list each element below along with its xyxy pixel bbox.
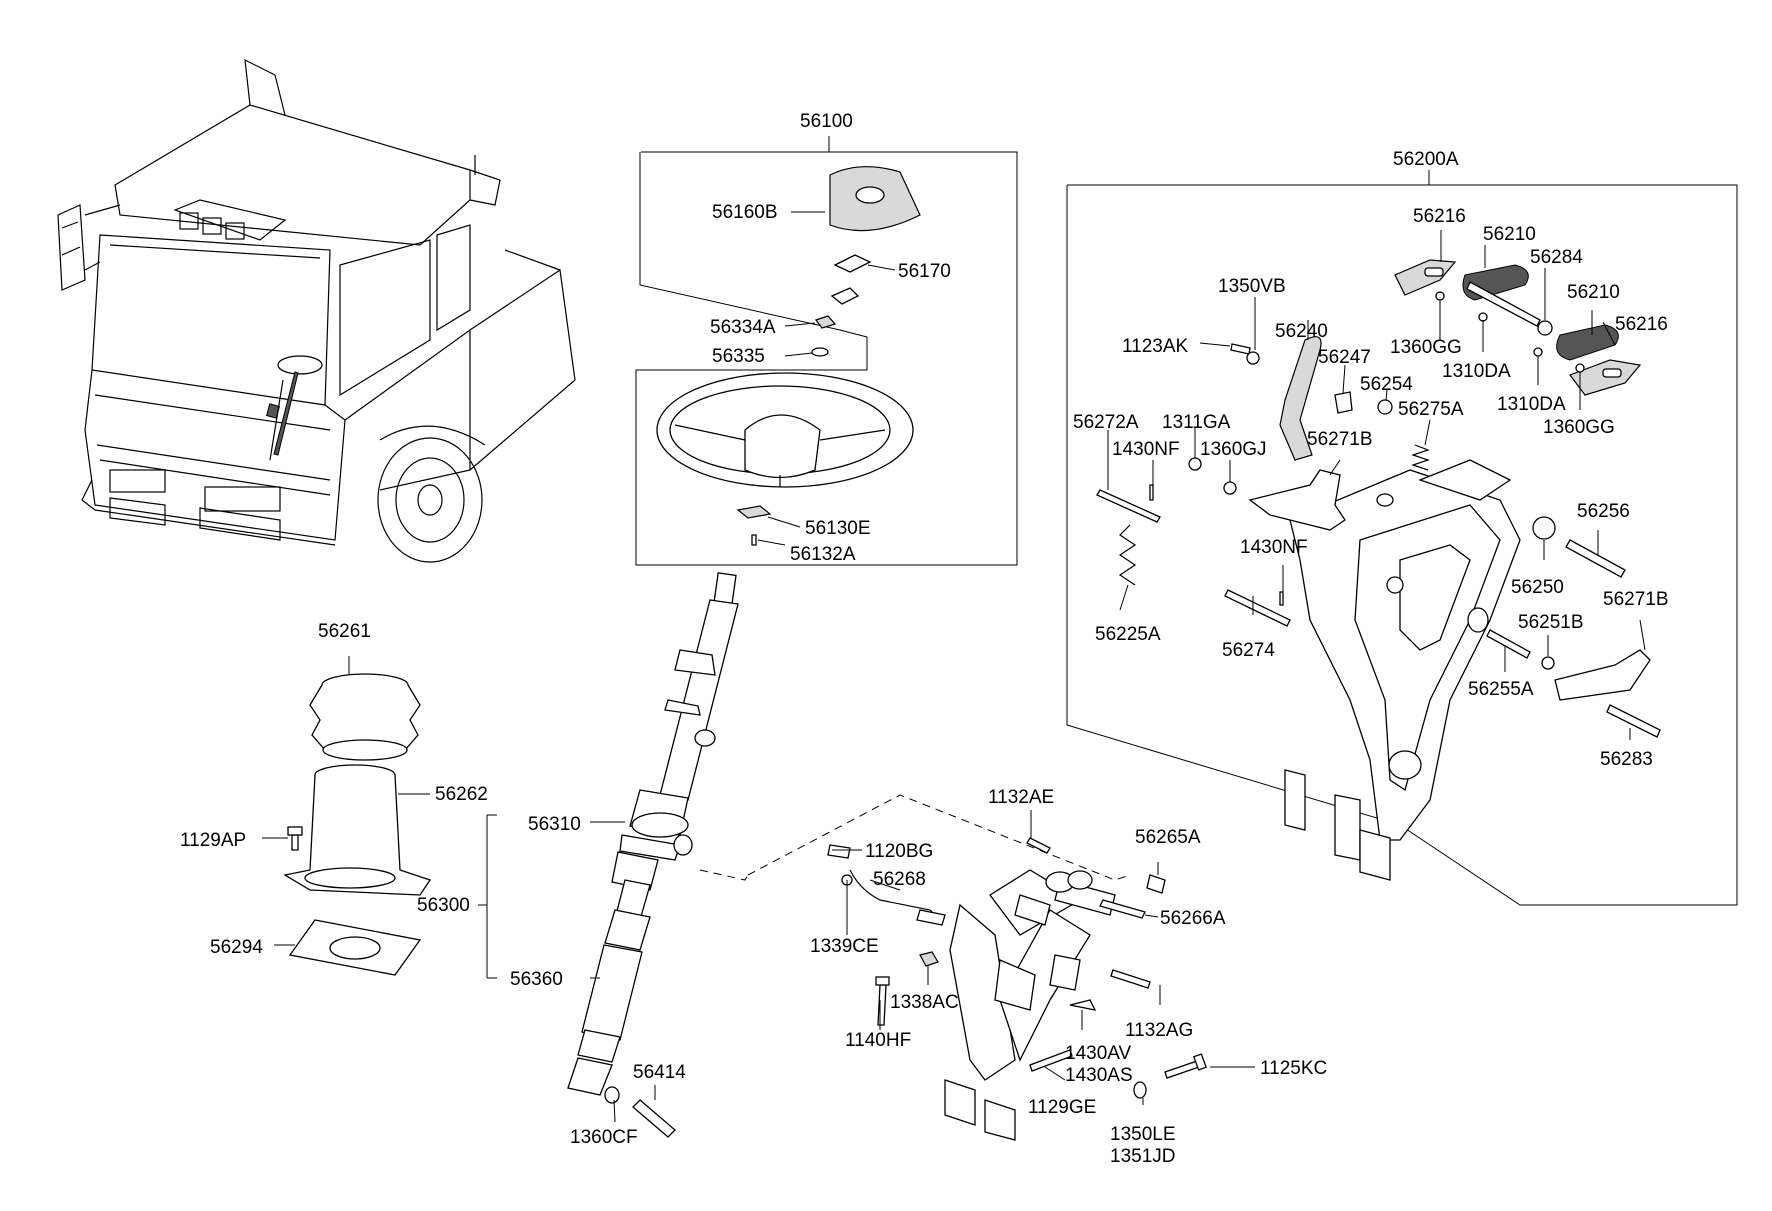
part-number-labels: 56100 56160B 56170 56334A 56335 56130E 5… (180, 111, 1669, 1167)
label-56262[interactable]: 56262 (435, 784, 488, 805)
label-56251B[interactable]: 56251B (1518, 612, 1584, 633)
label-56160B[interactable]: 56160B (712, 202, 778, 223)
tilt-bracket-group (1066, 170, 1738, 906)
label-1123AK[interactable]: 1123AK (1122, 336, 1189, 357)
label-1339CE[interactable]: 1339CE (810, 936, 879, 957)
label-56240[interactable]: 56240 (1275, 321, 1328, 342)
label-56170[interactable]: 56170 (898, 261, 951, 282)
label-1351JD[interactable]: 1351JD (1110, 1146, 1176, 1167)
label-56247[interactable]: 56247 (1318, 347, 1371, 368)
label-56216-top[interactable]: 56216 (1413, 206, 1466, 227)
label-56254[interactable]: 56254 (1360, 374, 1413, 395)
label-1338AC[interactable]: 1338AC (890, 992, 959, 1013)
label-1350VB[interactable]: 1350VB (1218, 276, 1286, 297)
label-56334A[interactable]: 56334A (710, 317, 776, 338)
label-56210-top[interactable]: 56210 (1483, 224, 1536, 245)
label-56414[interactable]: 56414 (633, 1062, 686, 1083)
label-56275A[interactable]: 56275A (1398, 399, 1464, 420)
truck-cab-illustration (57, 58, 576, 563)
label-56216-right[interactable]: 56216 (1615, 314, 1668, 335)
label-1360GG-top[interactable]: 1360GG (1390, 337, 1462, 358)
label-56271B-right[interactable]: 56271B (1603, 589, 1669, 610)
label-56360[interactable]: 56360 (510, 969, 563, 990)
steering-column (567, 572, 739, 1138)
label-1120BG[interactable]: 1120BG (865, 841, 933, 862)
label-1132AG[interactable]: 1132AG (1125, 1020, 1193, 1041)
label-1129GE[interactable]: 1129GE (1028, 1097, 1096, 1118)
label-1129AP[interactable]: 1129AP (180, 830, 246, 851)
label-1350LE[interactable]: 1350LE (1110, 1124, 1176, 1145)
label-1132AE[interactable]: 1132AE (988, 787, 1054, 808)
label-56225A[interactable]: 56225A (1095, 624, 1161, 645)
label-1125KC[interactable]: 1125KC (1260, 1058, 1327, 1079)
label-1430AS[interactable]: 1430AS (1065, 1065, 1133, 1086)
label-1310DA-right[interactable]: 1310DA (1497, 394, 1566, 415)
label-56265A[interactable]: 56265A (1135, 827, 1201, 848)
column-boot-parts (283, 673, 432, 976)
label-1310DA-top[interactable]: 1310DA (1442, 361, 1511, 382)
label-1360GJ[interactable]: 1360GJ (1200, 439, 1267, 460)
label-56210-right[interactable]: 56210 (1567, 282, 1620, 303)
label-56300[interactable]: 56300 (417, 895, 470, 916)
label-56271B-top[interactable]: 56271B (1307, 429, 1373, 450)
label-56268[interactable]: 56268 (873, 869, 926, 890)
label-1430NF-top[interactable]: 1430NF (1112, 439, 1180, 460)
leader-lines (262, 211, 1646, 1123)
label-56200A[interactable]: 56200A (1393, 149, 1459, 170)
label-1311GA[interactable]: 1311GA (1162, 412, 1231, 433)
label-56294[interactable]: 56294 (210, 937, 263, 958)
label-56266A[interactable]: 56266A (1160, 908, 1226, 929)
label-56132A[interactable]: 56132A (790, 544, 856, 565)
label-56272A[interactable]: 56272A (1073, 412, 1139, 433)
label-56255A[interactable]: 56255A (1468, 679, 1534, 700)
label-56284[interactable]: 56284 (1530, 247, 1583, 268)
label-56100[interactable]: 56100 (800, 111, 853, 132)
label-1430NF-mid[interactable]: 1430NF (1240, 537, 1308, 558)
label-56283[interactable]: 56283 (1600, 749, 1653, 770)
label-1430AV[interactable]: 1430AV (1065, 1043, 1132, 1064)
tilt-lock-bracket (699, 794, 1207, 1141)
label-56261[interactable]: 56261 (318, 621, 371, 642)
label-56256[interactable]: 56256 (1577, 501, 1630, 522)
label-56274[interactable]: 56274 (1222, 640, 1275, 661)
label-56130E[interactable]: 56130E (805, 518, 871, 539)
label-56310[interactable]: 56310 (528, 814, 581, 835)
label-1360CF[interactable]: 1360CF (570, 1127, 638, 1148)
label-1140HF[interactable]: 1140HF (845, 1030, 911, 1051)
steering-wheel-group (635, 136, 1018, 566)
label-56250[interactable]: 56250 (1511, 577, 1564, 598)
label-1360GG-right[interactable]: 1360GG (1543, 417, 1615, 438)
label-56335[interactable]: 56335 (712, 346, 765, 367)
